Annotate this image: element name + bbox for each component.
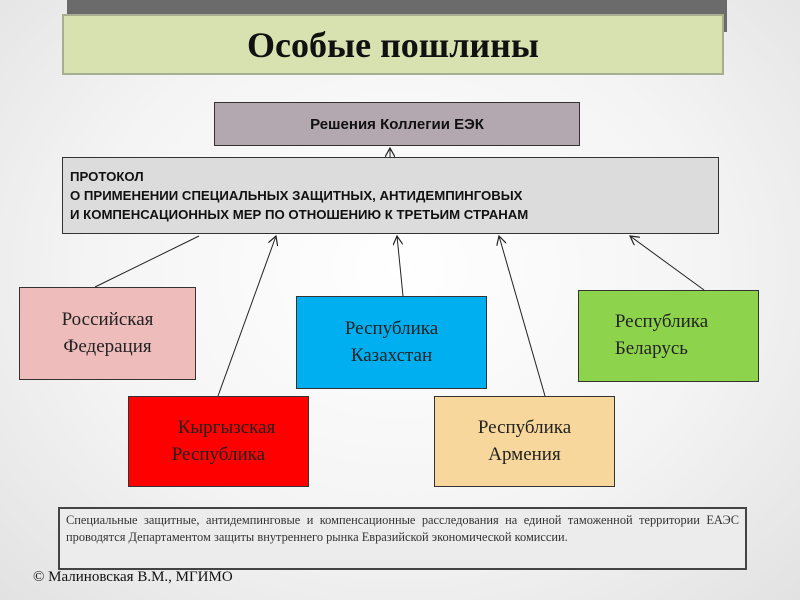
note-box: Специальные защитные, антидемпинговые и … xyxy=(58,507,747,570)
arrow-kyrgyzstan-to-protocol xyxy=(217,236,276,397)
kyrgyzstan-line-1: Кыргызская xyxy=(177,416,276,438)
armenia-line-1: Республика xyxy=(477,416,572,438)
copyright-text: © Малиновская В.М., МГИМО xyxy=(33,569,233,585)
armenia-line-2: Армения xyxy=(488,443,561,465)
russia-line-1: Российская xyxy=(61,308,154,330)
country-box-kyrgyzstan: Кыргызская Республика xyxy=(128,396,309,487)
belarus-line-1: Республика xyxy=(614,311,709,333)
arrow-russia-to-protocol xyxy=(94,235,200,288)
country-box-belarus: Республика Беларусь xyxy=(578,290,759,382)
protocol-line-2: О ПРИМЕНЕНИИ СПЕЦИАЛЬНЫХ ЗАЩИТНЫХ, АНТИД… xyxy=(70,187,523,203)
country-box-kazakhstan: Республика Казахстан xyxy=(296,296,487,389)
kazakhstan-line-2: Казахстан xyxy=(350,344,433,366)
protocol-line-3: И КОМПЕНСАЦИОННЫХ МЕР ПО ОТНОШЕНИЮ К ТРЕ… xyxy=(70,207,529,223)
slide-title: Особые пошлины xyxy=(62,14,724,75)
arrow-belarus-to-protocol xyxy=(630,236,705,291)
protocol-line-1: ПРОТОКОЛ xyxy=(70,168,144,184)
russia-line-2: Федерация xyxy=(63,335,152,357)
country-box-russia: Российская Федерация xyxy=(19,287,196,380)
arrow-kazakhstan-to-protocol xyxy=(397,236,404,297)
country-box-armenia: Республика Армения xyxy=(434,396,615,487)
belarus-line-2: Беларусь xyxy=(614,338,688,359)
protocol-box: ПРОТОКОЛ О ПРИМЕНЕНИИ СПЕЦИАЛЬНЫХ ЗАЩИТН… xyxy=(62,157,719,234)
kazakhstan-line-1: Республика xyxy=(344,317,439,339)
eek-decisions-box: Решения Коллегии ЕЭК xyxy=(214,102,580,146)
arrow-armenia-to-protocol xyxy=(499,236,546,397)
kyrgyzstan-line-2: Республика xyxy=(171,443,266,465)
